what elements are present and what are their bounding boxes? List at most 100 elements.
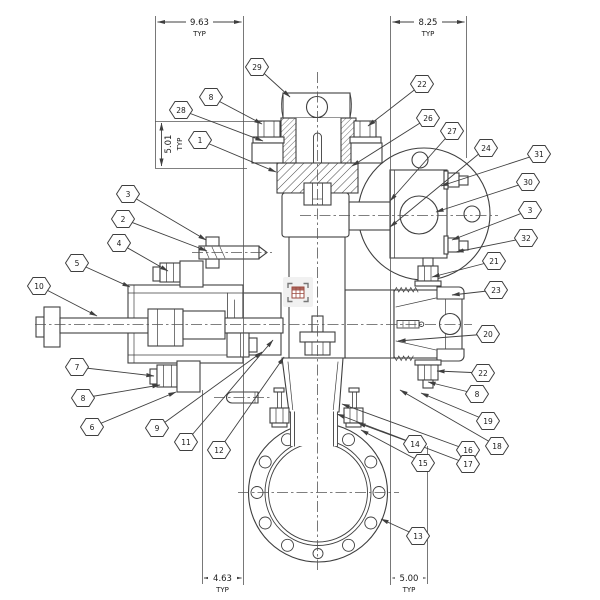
callout-number-4: 4 [117, 239, 122, 248]
valve-geometry [35, 92, 491, 563]
leader-line-26 [351, 117, 429, 167]
callout-balloon-15 [410, 454, 436, 472]
valve-neck [281, 357, 344, 413]
neck-gland-bolt-right [343, 387, 364, 428]
callout-number-15: 15 [418, 459, 428, 468]
leader-line-32 [455, 237, 527, 253]
callout-balloon-31 [526, 145, 552, 163]
callout-balloon-23 [483, 281, 509, 299]
dimension-annotations: 9.63 TYP 8.25 TYP 5.01 TYP 4.63 TYP 5.00… [157, 16, 465, 594]
dim-bottom-right-value: 5.00 [400, 574, 419, 584]
callout-number-16: 16 [463, 446, 473, 455]
callout-balloon-8 [70, 389, 96, 407]
leader-line-30 [435, 181, 529, 213]
callout-balloon-30 [515, 173, 541, 191]
leader-line-19 [420, 392, 489, 422]
extension-lines [155, 16, 467, 585]
callout-balloon-17 [455, 455, 481, 473]
callout-number-27: 27 [447, 127, 457, 136]
callout-balloon-22 [470, 364, 496, 382]
callout-number-19: 19 [483, 417, 493, 426]
connecting-pipe [348, 201, 393, 231]
leader-line-18 [399, 389, 498, 447]
leader-line-8 [82, 384, 161, 399]
centerlines [35, 72, 498, 570]
port-bolt-top [414, 257, 442, 287]
leader-line-16 [341, 403, 469, 451]
leader-line-11 [185, 339, 274, 443]
leader-line-15 [360, 429, 424, 464]
callout-balloon-26 [415, 109, 441, 127]
callout-number-21: 21 [489, 257, 499, 266]
dim-top-right-note: TYP [421, 30, 435, 38]
callout-number-30: 30 [523, 178, 533, 187]
callout-number-5: 5 [75, 259, 80, 268]
leader-line-3 [451, 209, 531, 241]
callout-number-20: 20 [483, 330, 493, 339]
callout-balloon-21 [481, 252, 507, 270]
leader-line-27 [389, 130, 453, 202]
grid-glyph-icon [291, 286, 305, 299]
callout-balloon-12 [206, 441, 232, 459]
callout-balloon-6 [79, 418, 105, 436]
callout-balloon-14 [402, 435, 428, 453]
piston-rod [35, 306, 284, 348]
callout-balloon-24 [473, 139, 499, 157]
leader-line-24 [389, 147, 487, 228]
end-cap-lip [436, 286, 465, 300]
callout-balloon-10 [26, 277, 52, 295]
dim-bottom-left-note: TYP [215, 586, 229, 594]
flange-bolt [443, 170, 469, 190]
callout-number-24: 24 [481, 144, 491, 153]
flange-hole [411, 151, 429, 169]
callout-number-3: 3 [126, 190, 131, 199]
spool-hole [305, 95, 329, 119]
thread-zigzag [393, 286, 419, 293]
callout-balloon-32 [513, 229, 539, 247]
dim-left-vertical-note: TYP [176, 138, 184, 152]
neck-gland-bolt-left [269, 387, 290, 428]
callout-number-8: 8 [81, 394, 86, 403]
callout-number-18: 18 [492, 442, 502, 451]
callout-number-23: 23 [491, 286, 501, 295]
bottom-flange [247, 387, 389, 563]
callout-number-12: 12 [214, 446, 224, 455]
callout-balloon-29 [244, 58, 270, 76]
callout-number-29: 29 [252, 63, 262, 72]
callout-balloon-2 [110, 210, 136, 228]
center-body-stack [226, 92, 383, 413]
embedded-object-icon[interactable] [283, 277, 313, 307]
callout-balloon-18 [484, 437, 510, 455]
callout-number-13: 13 [413, 532, 423, 541]
callout-balloon-13 [405, 527, 431, 545]
callout-number-7: 7 [75, 363, 80, 372]
bonnet-bolt-left [251, 120, 285, 164]
end-cap-lip [436, 348, 465, 362]
callout-number-26: 26 [423, 114, 433, 123]
leader-line-22 [367, 83, 423, 127]
thread-zigzag [393, 355, 414, 362]
port-end-bore [438, 312, 462, 336]
callout-number-8: 8 [209, 93, 214, 102]
callout-balloon-3 [115, 185, 141, 203]
callout-balloon-4 [106, 234, 132, 252]
leader-line-31 [440, 153, 540, 187]
dim-top-left-note: TYP [192, 30, 206, 38]
callout-balloon-1 [187, 131, 213, 149]
callout-number-6: 6 [90, 423, 95, 432]
dim-bottom-right-note: TYP [402, 586, 416, 594]
dim-bottom-left-value: 4.63 [213, 574, 232, 584]
port-bore [399, 195, 439, 235]
callout-balloons: 2982812226272431303322123202281918161714… [26, 58, 552, 545]
leader-line-6 [91, 391, 177, 428]
callout-number-9: 9 [155, 424, 160, 433]
callout-number-17: 17 [463, 460, 473, 469]
leader-line-20 [397, 333, 489, 343]
flange-hole [463, 205, 481, 223]
callout-balloon-22 [409, 75, 435, 93]
dim-top-right-value: 8.25 [419, 18, 438, 28]
selection-brackets-icon [287, 282, 309, 303]
callout-balloon-9 [144, 419, 170, 437]
